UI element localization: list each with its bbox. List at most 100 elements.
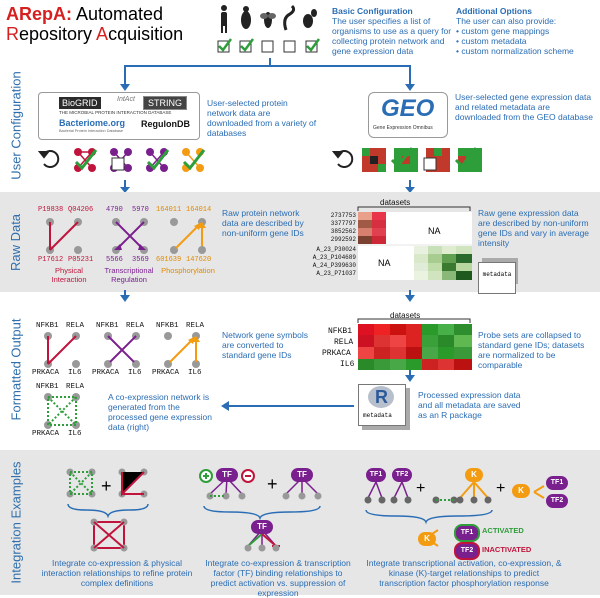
fmt-gene-nfkb1: NFKB1 (328, 327, 352, 336)
fmt1-prkaca: PRKACA (32, 369, 59, 377)
biogrid-logo: BioGRID (59, 97, 101, 109)
user-config-right-text: User-selected gene expression data and r… (455, 92, 595, 122)
gene-p05231: P05231 (68, 256, 93, 264)
formatted-right-text: Probe sets are collapsed to standard gen… (478, 330, 593, 370)
raw-left-text: Raw protein network data are described b… (222, 208, 312, 238)
refresh-icon-right (334, 151, 352, 167)
coexpression-graph (36, 393, 96, 429)
tf1-badge: TF1 (366, 468, 386, 482)
fmt2-rela: RELA (126, 322, 144, 330)
probe-3: 3852562 (306, 228, 356, 235)
raw-network-graphs (36, 216, 216, 256)
tf-pair-edges (365, 482, 412, 504)
probe-2: 3377797 (306, 220, 356, 227)
intact-logo: IntAct (117, 96, 135, 103)
section-formatted-output: Formatted Output (2, 304, 30, 434)
inactivated-label: INACTIVATED (482, 545, 531, 554)
fmt3-nfkb1: NFKB1 (156, 322, 179, 330)
heatmap-icon-2 (392, 148, 418, 172)
raw-heatmap (358, 212, 472, 280)
k-badge-2: K (512, 484, 530, 498)
geo-logo-box: GEO Gene Expression Omnibus (368, 92, 448, 138)
brace-2 (204, 506, 320, 518)
probe-7: A_24_P399630 (306, 262, 356, 269)
gene-5566: 5566 (106, 256, 123, 264)
fmt-gene-il6: IL6 (340, 360, 354, 369)
plus-2: + (267, 474, 278, 495)
arrow-package-to-coexp (220, 400, 356, 412)
transcriptional-regulation-graph (112, 218, 148, 254)
plus-3: + (416, 480, 425, 498)
fmt2-prkaca: PRKACA (92, 369, 119, 377)
gene-p17612: P17612 (38, 256, 63, 264)
fmt-phospho-graph (164, 332, 200, 368)
geo-logo: GEO (381, 95, 434, 123)
section-user-configuration: User Configuration (2, 70, 30, 180)
gene-164014: 164014 (186, 206, 211, 214)
label-phosphorylation: Phosphorylation (158, 266, 218, 275)
brace-1 (68, 504, 148, 516)
fmt-gene-prkaca: PRKACA (322, 349, 351, 358)
phosphorylation-graph (170, 218, 206, 254)
tf-badge-2: TF (291, 468, 313, 482)
coexp-il6: IL6 (68, 430, 82, 438)
fmt3-prkaca: PRKACA (152, 369, 179, 377)
heatmap-icon-4 (456, 148, 482, 172)
tf2-badge: TF2 (392, 468, 412, 482)
arrows-to-formatted (0, 290, 600, 304)
integration-text-1: Integrate co-expression & physical inter… (38, 558, 196, 588)
geo-subtitle: Gene Expression Omnibus (373, 125, 433, 131)
coexp-mini (67, 469, 96, 498)
section-integration-examples: Integration Examples (2, 450, 30, 595)
brace-3 (366, 510, 492, 522)
coexp-prkaca: PRKACA (32, 430, 59, 438)
gene-3569: 3569 (132, 256, 149, 264)
network-icon-string (146, 148, 168, 172)
probe-6: A_23_P104689 (306, 254, 356, 261)
plus-4: + (496, 480, 505, 498)
bacteriome-subtitle: Bacterial Protein Interaction Database (59, 129, 123, 133)
gene-q04206: Q04206 (68, 206, 93, 214)
label-physical-interaction: Physical Interaction (38, 266, 100, 284)
formatted-left-text: Network gene symbols are converted to st… (222, 330, 314, 360)
fmt-physical-graph (44, 332, 80, 368)
k-badge-result: K (418, 532, 436, 546)
regulondb-logo: RegulonDB (141, 119, 190, 129)
probe-5: A_23_P30024 (306, 246, 356, 253)
formatted-network-graphs (36, 332, 216, 368)
complex-result (91, 519, 128, 552)
raw-na-2: NA (378, 258, 391, 268)
raw-na-1: NA (428, 226, 441, 236)
tf-badge-result: TF (251, 520, 273, 534)
tf-badge-1: TF (216, 468, 238, 482)
r-package-text: Processed expression data and all metada… (418, 390, 528, 420)
protein-database-logos: BioGRID IntAct STRING THE MICROBIAL PROT… (38, 92, 200, 140)
coexp-nfkb1: NFKB1 (36, 383, 59, 391)
gene-4790: 4790 (106, 206, 123, 214)
activated-label: ACTIVATED (482, 526, 524, 535)
network-icon-regulondb (182, 148, 204, 172)
probe-8: A_23_P71037 (306, 270, 356, 277)
r-package-doc: R metadata (358, 384, 410, 430)
fmt3-il6: IL6 (188, 369, 202, 377)
mpidb-logo: THE MICROBIAL PROTEIN INTERACTION DATABA… (59, 110, 171, 115)
fmt2-nfkb1: NFKB1 (96, 322, 119, 330)
network-icon-intact (110, 148, 132, 172)
protein-network-selection-icons (38, 142, 208, 178)
bacteriome-logo: Bacteriome.org (59, 118, 125, 128)
network-icon-biogrid (74, 148, 96, 172)
heatmap-icon-1 (362, 148, 386, 172)
fmt1-nfkb1: NFKB1 (36, 322, 59, 330)
section-raw-data: Raw Data (2, 192, 30, 292)
coexp-pair (433, 497, 458, 504)
fmt2-il6: IL6 (128, 369, 142, 377)
phys-mini (119, 469, 148, 498)
raw-metadata-doc: metadata (478, 258, 518, 286)
gene-601639: 601639 (156, 256, 181, 264)
arrow-to-r-package (404, 370, 418, 384)
integration-text-3: Integrate transcriptional activation, co… (366, 558, 562, 588)
user-config-left-text: User-selected protein network data are d… (207, 98, 317, 138)
tf1-badge-2: TF1 (546, 476, 568, 490)
integration-text-2: Integrate co-expression & transcription … (200, 558, 356, 598)
integration-example-1 (60, 462, 170, 552)
